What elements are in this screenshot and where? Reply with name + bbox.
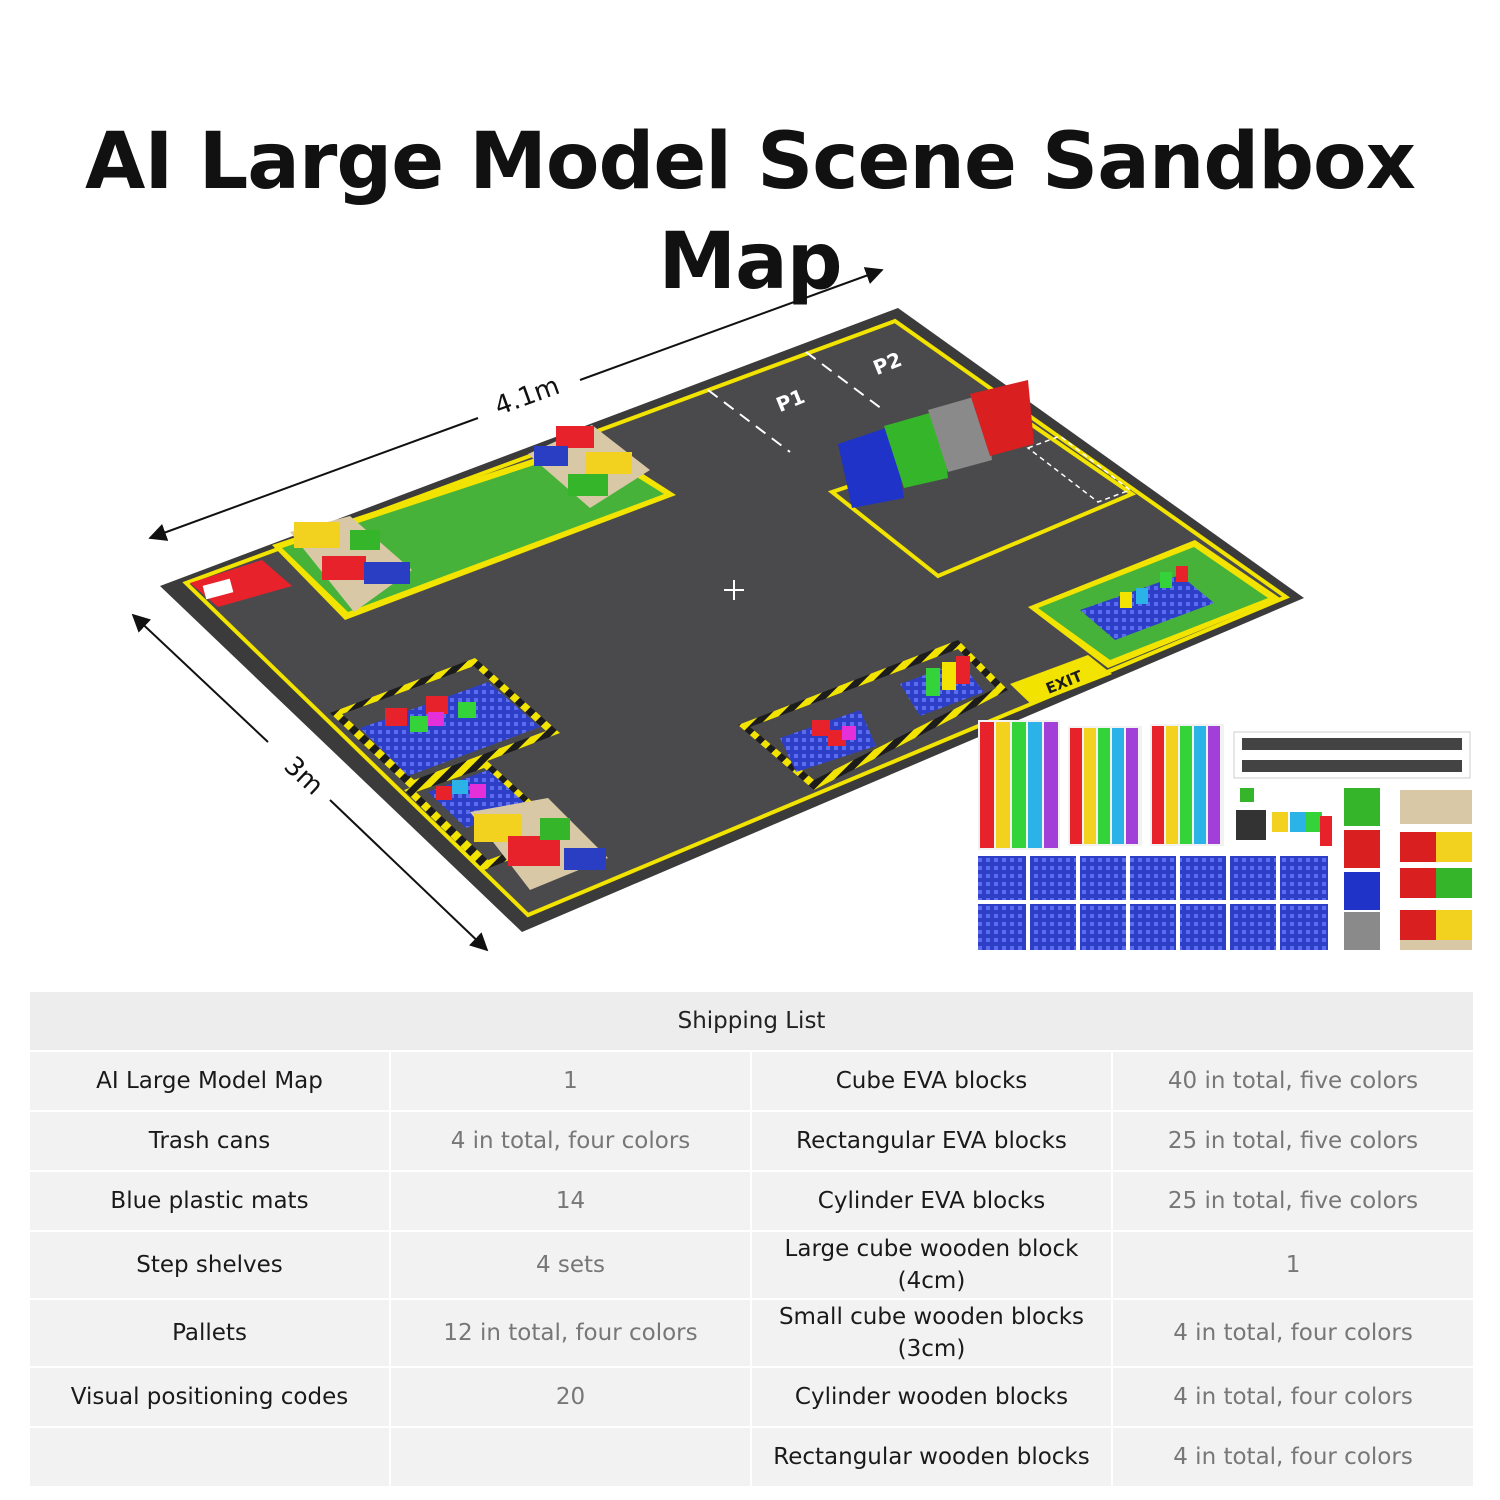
hazard-zone-right <box>738 640 1008 790</box>
item-name: Pallets <box>28 1298 391 1368</box>
blue-mats-group <box>978 856 1328 950</box>
item-name: Visual positioning codes <box>28 1366 391 1428</box>
item-quantity: 40 in total, five colors <box>1110 1050 1476 1112</box>
width-label: 4.1m <box>491 371 564 422</box>
table-header-row: Shipping List <box>27 990 1476 1052</box>
item-quantity: 25 in total, five colors <box>1110 1110 1476 1172</box>
item-quantity: 12 in total, four colors <box>389 1298 752 1368</box>
step-shelf-bottom <box>470 798 608 890</box>
item-name: Small cube wooden blocks (3cm) <box>750 1298 1113 1368</box>
eva-blocks-group <box>978 720 1224 850</box>
item-quantity: 1 <box>389 1050 752 1112</box>
small-trash-cans <box>1344 788 1380 950</box>
sandbox-map-illustration: 4.1m 3m P1 P2 <box>131 267 1472 952</box>
table-row: AI Large Model Map 1 Cube EVA blocks 40 … <box>28 1050 1476 1112</box>
item-name: Cylinder EVA blocks <box>750 1170 1113 1232</box>
item-quantity: 25 in total, five colors <box>1110 1170 1476 1232</box>
center-mark <box>724 580 744 600</box>
item-name: AI Large Model Map <box>28 1050 391 1112</box>
item-name: Step shelves <box>28 1230 391 1300</box>
trash-can-red <box>970 380 1034 456</box>
step-shelf-left <box>290 516 412 612</box>
item-quantity: 20 <box>389 1366 752 1428</box>
fire-zone <box>190 560 292 607</box>
visual-codes-sheet <box>1233 731 1471 779</box>
trash-can-blue <box>838 426 904 508</box>
item-name: Cube EVA blocks <box>750 1050 1113 1112</box>
item-quantity: 4 in total, four colors <box>1110 1366 1476 1428</box>
item-name: Rectangular EVA blocks <box>750 1110 1113 1172</box>
hazard-zone-left <box>330 658 560 790</box>
table-row: Step shelves 4 sets Large cube wooden bl… <box>28 1230 1476 1300</box>
item-quantity: 4 sets <box>389 1230 752 1300</box>
item-quantity: 4 in total, four colors <box>389 1110 752 1172</box>
item-quantity <box>389 1426 752 1488</box>
table-row: Visual positioning codes 20 Cylinder woo… <box>28 1366 1476 1428</box>
item-quantity: 4 in total, four colors <box>1110 1426 1476 1488</box>
table-row: Blue plastic mats 14 Cylinder EVA blocks… <box>28 1170 1476 1232</box>
item-name: Large cube wooden block (4cm) <box>750 1230 1113 1300</box>
delivery-zone <box>1028 540 1280 668</box>
item-name: Trash cans <box>28 1110 391 1172</box>
trash-can-gray <box>928 394 992 472</box>
item-name: Cylinder wooden blocks <box>750 1366 1113 1428</box>
table-row: Rectangular wooden blocks 4 in total, fo… <box>28 1426 1476 1488</box>
accessory-kit <box>978 720 1472 950</box>
shipping-list-header: Shipping List <box>27 990 1476 1052</box>
page-title: AI Large Model Scene Sandbox Map <box>85 117 1416 307</box>
table-row: Trash cans 4 in total, four colors Recta… <box>28 1110 1476 1172</box>
wooden-blocks-group <box>1236 788 1332 846</box>
trash-can-green <box>884 410 948 488</box>
step-shelf-top <box>528 425 650 508</box>
item-quantity: 14 <box>389 1170 752 1232</box>
item-quantity: 4 in total, four colors <box>1110 1298 1476 1368</box>
shipping-list-table: Shipping List AI Large Model Map 1 Cube … <box>27 990 1476 1488</box>
item-name: Rectangular wooden blocks <box>750 1426 1113 1488</box>
small-shelves <box>1400 790 1472 950</box>
table-row: Pallets 12 in total, four colors Small c… <box>28 1298 1476 1368</box>
item-name <box>28 1426 391 1488</box>
item-quantity: 1 <box>1110 1230 1476 1300</box>
item-name: Blue plastic mats <box>28 1170 391 1232</box>
depth-label: 3m <box>278 751 329 801</box>
